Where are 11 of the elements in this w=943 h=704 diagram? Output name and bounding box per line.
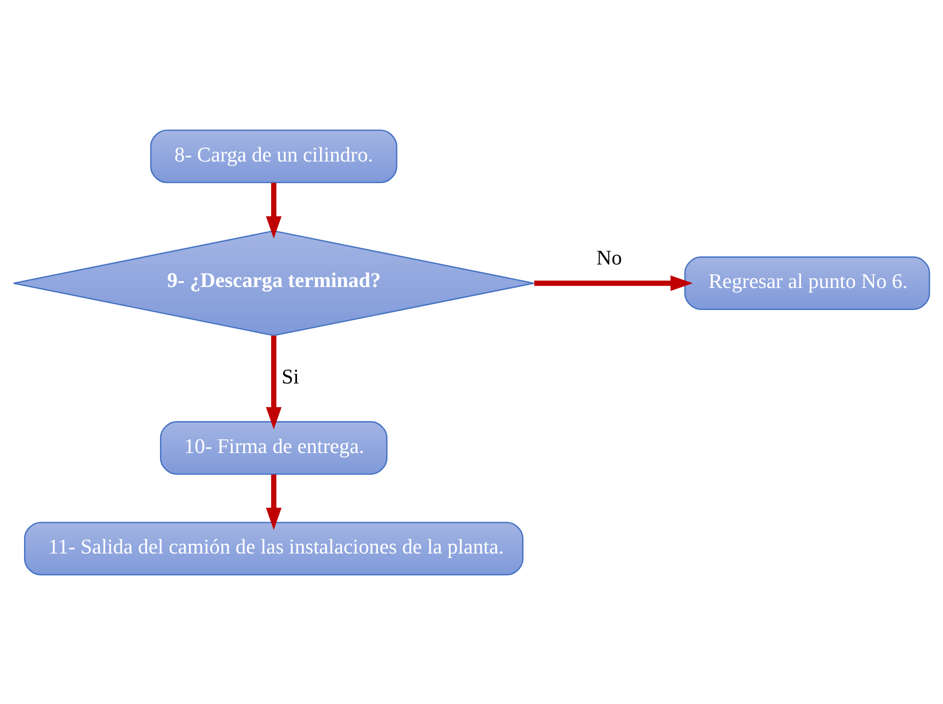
node-box: 8- Carga de un cilindro. <box>150 129 398 183</box>
arrow <box>266 182 282 238</box>
arrow <box>266 474 282 530</box>
arrow <box>534 274 693 291</box>
edge-label: Si <box>282 364 300 388</box>
node-diamond: 9- ¿Descarga terminad? <box>12 230 535 336</box>
node-box: 10- Firma de entrega. <box>160 420 388 474</box>
edge-label: No <box>596 245 622 270</box>
arrow <box>266 335 282 429</box>
node-box: Regresar al punto No 6. <box>684 256 930 310</box>
node-box: 11- Salida del camión de las instalaciones de la planta. <box>24 521 524 575</box>
